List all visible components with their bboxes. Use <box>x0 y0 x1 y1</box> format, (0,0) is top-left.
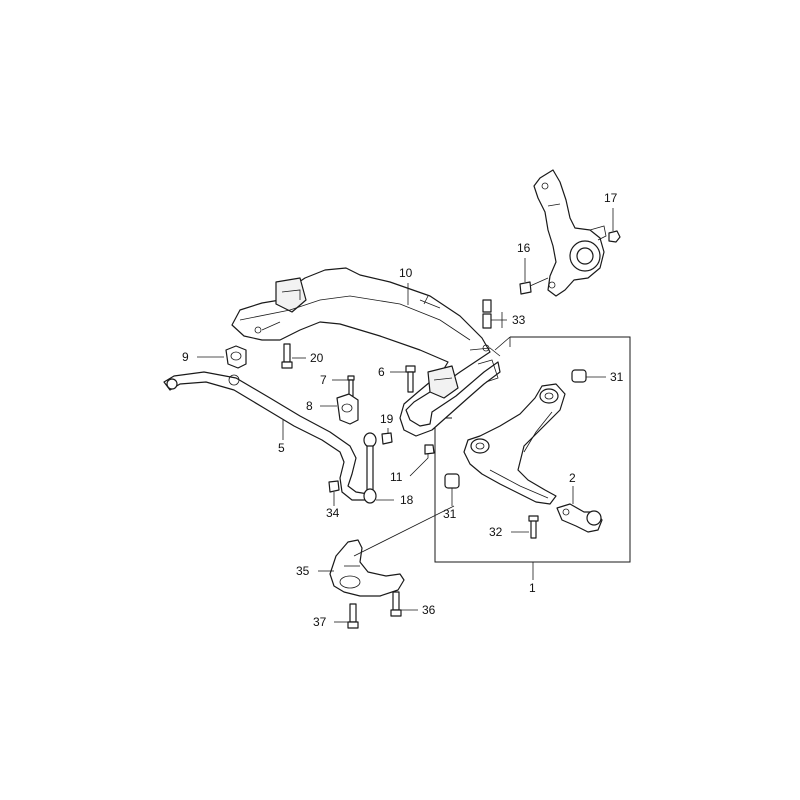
nut-17 <box>608 230 621 243</box>
bolt-37 <box>347 603 359 629</box>
bolt-36 <box>390 591 402 617</box>
bushing-31-upper <box>571 369 587 383</box>
callout-32: 32 <box>489 525 503 539</box>
lower-control-arm <box>463 383 566 505</box>
callout-35: 35 <box>296 564 310 578</box>
leader-33 <box>491 312 507 328</box>
callout-20: 20 <box>310 351 324 365</box>
steering-knuckle <box>533 169 607 297</box>
callout-9: 9 <box>182 350 189 364</box>
nut-19 <box>381 432 393 445</box>
callout-6: 6 <box>378 365 385 379</box>
leader-11 <box>409 454 429 477</box>
bolt-6 <box>405 365 416 393</box>
nut-34 <box>328 480 340 493</box>
callout-8: 8 <box>306 399 313 413</box>
bolt-20 <box>281 343 293 369</box>
assembly-frame-connector <box>494 336 511 351</box>
bracket-9 <box>225 345 247 369</box>
callout-36: 36 <box>422 603 436 617</box>
callout-10: 10 <box>399 266 413 280</box>
ball-joint <box>556 503 603 533</box>
callout-2: 2 <box>569 471 576 485</box>
callout-17: 17 <box>604 191 618 205</box>
callout-5: 5 <box>278 441 285 455</box>
callout-11: 11 <box>390 470 403 484</box>
bolt-16 <box>519 277 549 295</box>
callout-1: 1 <box>529 581 536 595</box>
bolt-32 <box>528 515 539 539</box>
bracket-35 <box>329 539 405 597</box>
callout-34: 34 <box>326 506 340 520</box>
callout-31-lower: 31 <box>443 507 457 521</box>
callout-16: 16 <box>517 241 531 255</box>
leader-35-to-arm <box>353 505 455 557</box>
callout-7: 7 <box>320 373 327 387</box>
bushing-31-lower <box>444 473 460 489</box>
callout-18: 18 <box>400 493 414 507</box>
nut-11 <box>424 444 435 455</box>
stabilizer-link <box>363 432 377 504</box>
bolt-7 <box>347 375 355 397</box>
sleeve-33 <box>482 299 492 329</box>
callout-31-upper: 31 <box>610 370 624 384</box>
crossmember <box>231 267 501 437</box>
callout-37: 37 <box>313 615 327 629</box>
callout-33: 33 <box>512 313 526 327</box>
clamp-8 <box>336 393 359 425</box>
callout-19: 19 <box>380 412 394 426</box>
